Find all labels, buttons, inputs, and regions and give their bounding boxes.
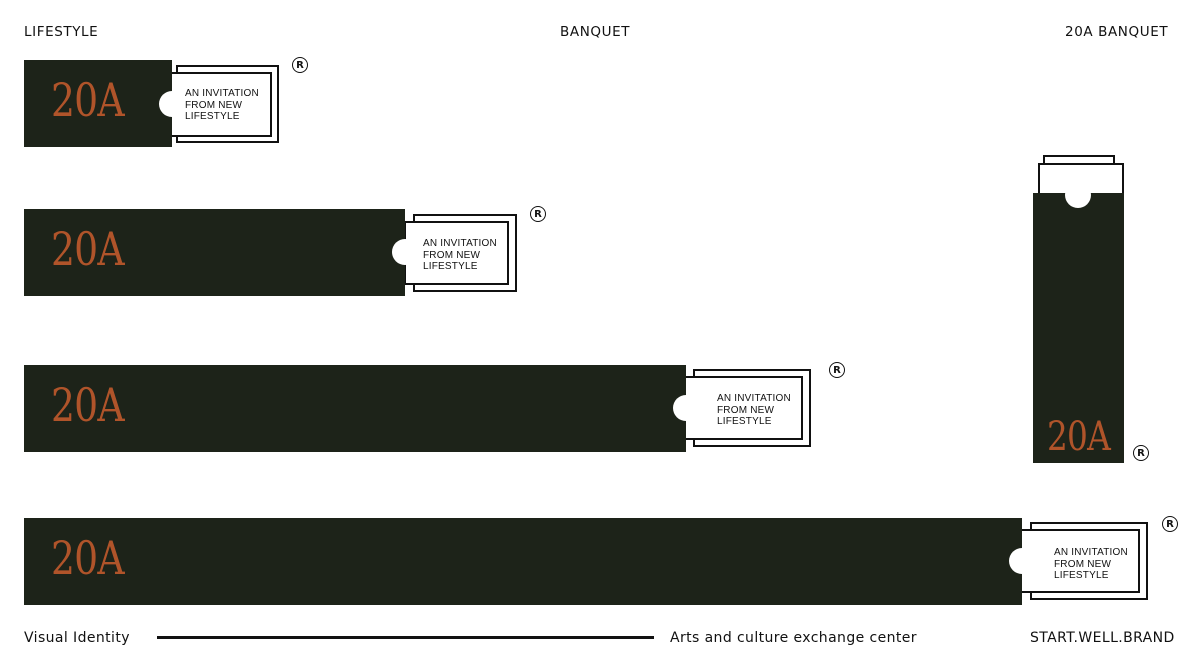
ticket-3-notch <box>673 395 699 421</box>
registered-mark-icon: R <box>530 206 546 222</box>
tagline-line: LIFESTYLE <box>185 111 240 122</box>
ticket-2-sleeve <box>24 209 405 296</box>
ticket-3-front-card <box>684 376 803 440</box>
header-right-label: 20A BANQUET <box>1065 24 1169 40</box>
tagline-line: FROM NEW <box>1054 558 1112 570</box>
ticket-1-sleeve <box>24 60 172 147</box>
tagline-line: AN INVITATION <box>1054 547 1128 558</box>
tagline-line: LIFESTYLE <box>423 261 478 272</box>
ticket-1-logo: 20A <box>51 73 125 127</box>
header-center-label: BANQUET <box>560 24 631 40</box>
ticket-2-logo: 20A <box>51 222 125 276</box>
ticket-4-notch <box>1009 548 1035 574</box>
ticket-vertical-logo: 20A <box>1047 414 1111 460</box>
footer-left-label: Visual Identity <box>24 630 130 646</box>
tagline-line: AN INVITATION <box>717 393 791 404</box>
header-left-label: LIFESTYLE <box>24 24 99 40</box>
ticket-2-tagline: AN INVITATION FROM NEW LIFESTYLE <box>423 238 497 273</box>
ticket-1-tagline: AN INVITATION FROM NEW LIFESTYLE <box>185 88 259 123</box>
registered-mark-icon: R <box>1133 445 1149 461</box>
tagline-line: AN INVITATION <box>185 88 259 99</box>
tagline-line: LIFESTYLE <box>1054 570 1109 581</box>
ticket-vertical-notch <box>1065 182 1091 208</box>
registered-mark-icon: R <box>829 362 845 378</box>
ticket-3-logo: 20A <box>51 378 125 432</box>
ticket-4-tagline: AN INVITATION FROM NEW LIFESTYLE <box>1054 547 1128 582</box>
ticket-vertical-sleeve <box>1033 193 1124 463</box>
footer-right-label: START.WELL.BRAND <box>1030 630 1175 646</box>
tagline-line: FROM NEW <box>185 99 243 111</box>
tagline-line: LIFESTYLE <box>717 416 772 427</box>
ticket-4-logo: 20A <box>51 531 125 585</box>
registered-mark-icon: R <box>1162 516 1178 532</box>
tagline-line: FROM NEW <box>717 404 775 416</box>
ticket-4-front-card <box>1020 529 1140 593</box>
ticket-4-sleeve <box>24 518 1022 605</box>
footer-divider <box>157 636 654 639</box>
tagline-line: FROM NEW <box>423 249 481 261</box>
ticket-1-notch <box>159 91 185 117</box>
tagline-line: AN INVITATION <box>423 238 497 249</box>
footer-center-label: Arts and culture exchange center <box>670 630 917 646</box>
ticket-2-notch <box>392 239 418 265</box>
ticket-3-sleeve <box>24 365 686 452</box>
ticket-3-tagline: AN INVITATION FROM NEW LIFESTYLE <box>717 393 791 428</box>
registered-mark-icon: R <box>292 57 308 73</box>
